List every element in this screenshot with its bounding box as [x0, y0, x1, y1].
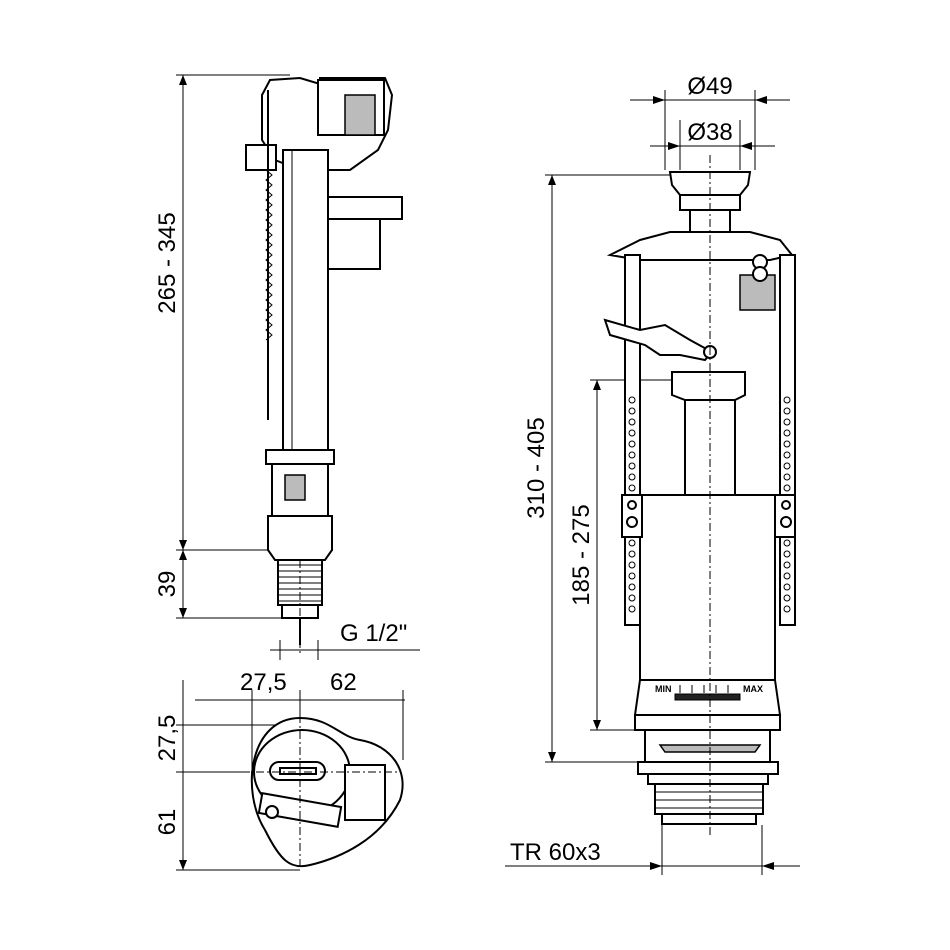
adjust-hole — [783, 583, 791, 591]
adjust-hole — [783, 418, 791, 426]
offset-x2-label: 62 — [330, 669, 357, 696]
adjust-hole — [628, 594, 636, 602]
adjust-hole — [628, 550, 636, 558]
fill-valve-side-view: 265 - 345 39 G 1/2" — [154, 74, 420, 660]
max-label: MAX — [743, 684, 763, 694]
adjust-hole — [783, 539, 791, 547]
thread-height-label: 39 — [154, 571, 181, 598]
adjust-hole — [628, 418, 636, 426]
adjust-hole — [783, 484, 791, 492]
adjust-hole — [628, 583, 636, 591]
offset-x1-label: 27,5 — [240, 669, 287, 696]
adjust-hole — [628, 539, 636, 547]
adjust-hole — [783, 451, 791, 459]
adjust-hole — [628, 429, 636, 437]
overflow-range-label: 185 - 275 — [568, 504, 595, 605]
inner-diameter-label: Ø38 — [687, 119, 732, 146]
min-label: MIN — [655, 684, 672, 694]
adjust-hole — [628, 561, 636, 569]
flush-valve-side-view: Ø49 Ø38 310 - 405 185 - 275 — [505, 73, 800, 875]
height-range-label: 265 - 345 — [154, 212, 181, 313]
outer-diameter-label: Ø49 — [687, 73, 732, 100]
adjust-hole — [783, 429, 791, 437]
adjust-hole — [628, 605, 636, 613]
adjust-hole — [628, 473, 636, 481]
adjust-hole — [628, 484, 636, 492]
adjust-hole — [783, 605, 791, 613]
height-range-label: 310 - 405 — [523, 417, 550, 518]
adjust-hole — [628, 462, 636, 470]
adjust-hole — [783, 462, 791, 470]
adjust-hole — [783, 572, 791, 580]
adjust-hole — [628, 451, 636, 459]
offset-y2-label: 61 — [154, 809, 181, 836]
adjust-hole — [783, 407, 791, 415]
adjust-hole — [783, 550, 791, 558]
adjust-hole — [628, 440, 636, 448]
adjust-hole — [783, 561, 791, 569]
adjust-hole — [783, 594, 791, 602]
offset-y1-label: 27,5 — [154, 715, 181, 762]
adjust-hole — [783, 473, 791, 481]
adjust-hole — [628, 407, 636, 415]
adjust-hole — [628, 572, 636, 580]
thread-label: G 1/2" — [340, 620, 407, 647]
adjust-hole — [783, 440, 791, 448]
fill-valve-top-view: 27,5 62 27,5 61 — [154, 669, 405, 871]
adjust-hole — [628, 396, 636, 404]
thread-label: TR 60x3 — [510, 839, 601, 866]
adjust-hole — [783, 396, 791, 404]
